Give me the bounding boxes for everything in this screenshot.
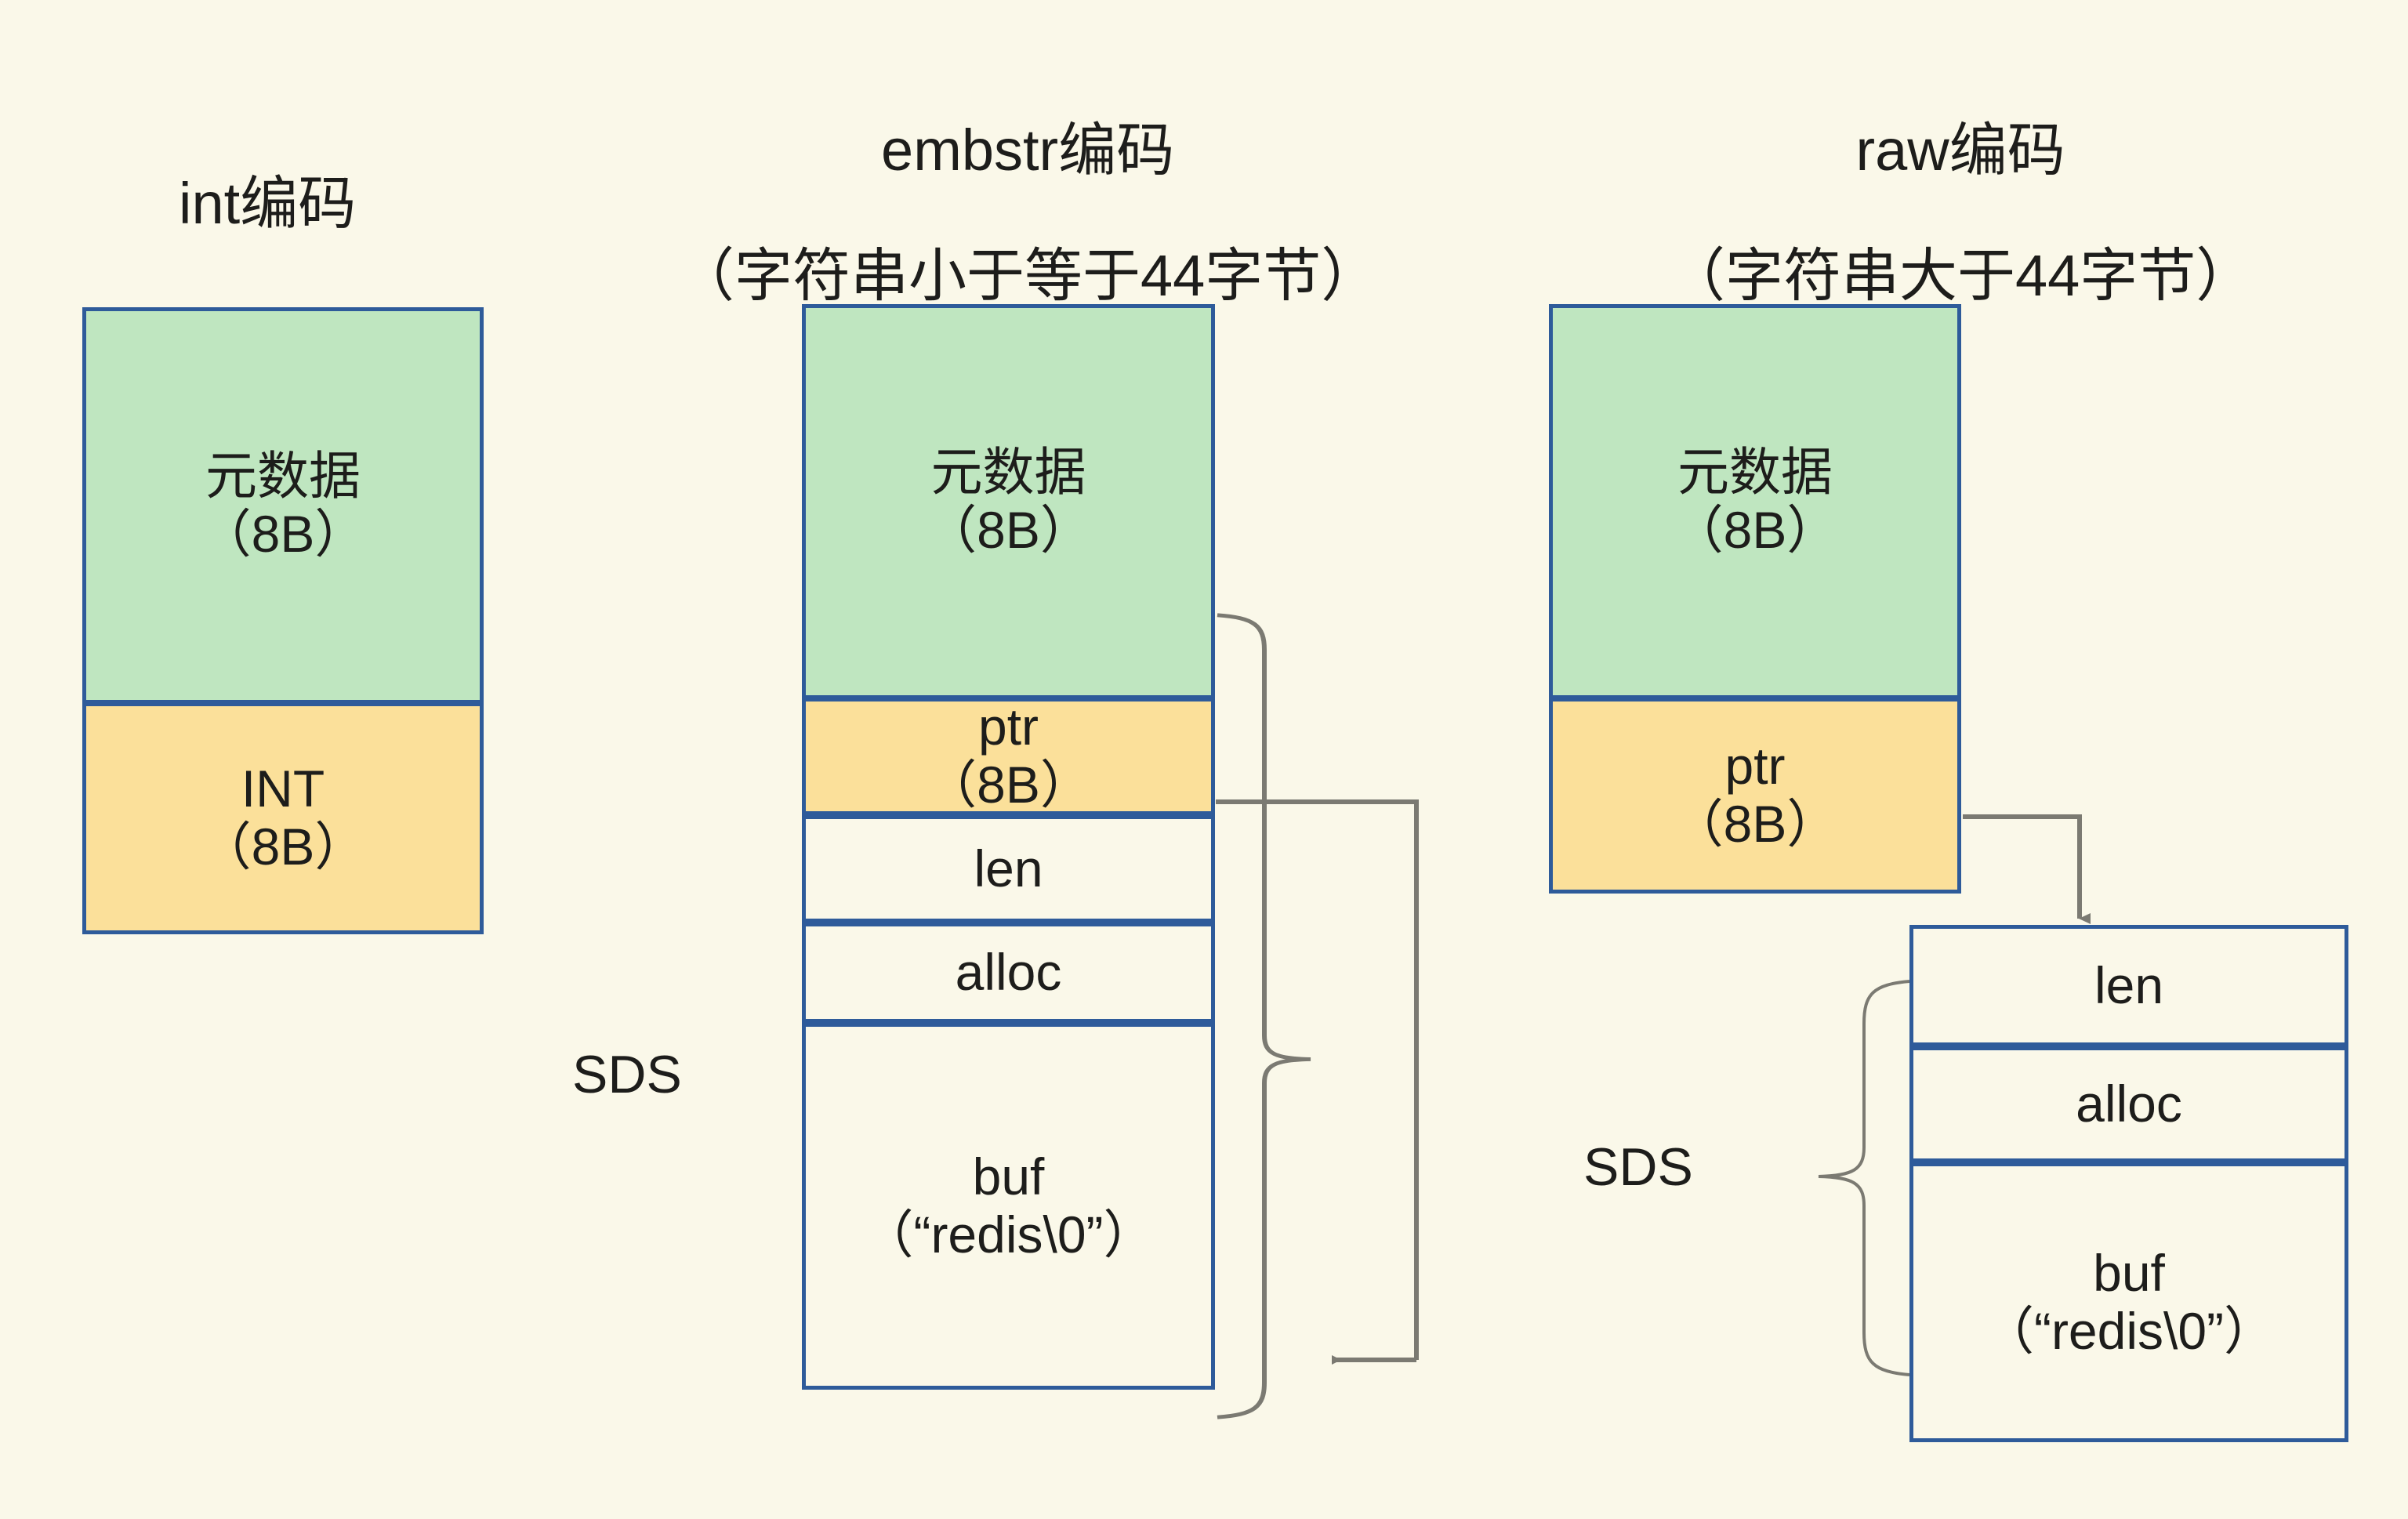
int-metadata-label: 元数据	[205, 447, 361, 506]
column-title-raw-line1: raw编码	[1855, 117, 2065, 183]
column-title-embstr-line1: embstr编码	[881, 117, 1175, 183]
raw-sds-len-label: len	[2094, 955, 2164, 1014]
raw-metadata-box: 元数据 （8B）	[1549, 304, 1961, 699]
column-title-int: int编码	[47, 110, 423, 298]
raw-sds-buf-value: （“redis\0”）	[1982, 1301, 2276, 1360]
embstr-sds-buf-label: buf	[972, 1147, 1045, 1206]
raw-ptr-size: （8B）	[1671, 795, 1839, 853]
raw-metadata-size: （8B）	[1671, 501, 1839, 559]
embstr-metadata-label: 元数据	[930, 443, 1086, 502]
embstr-sds-brace	[1217, 613, 1311, 1419]
embstr-sds-alloc-box: alloc	[802, 923, 1215, 1023]
int-value-size: （8B）	[199, 818, 367, 876]
raw-sds-buf-label: buf	[2093, 1243, 2165, 1302]
embstr-metadata-box: 元数据 （8B）	[802, 304, 1215, 699]
embstr-sds-buf-value: （“redis\0”）	[861, 1205, 1155, 1263]
embstr-ptr-connector-line	[1216, 799, 1419, 1360]
embstr-ptr-box: ptr （8B）	[802, 698, 1215, 815]
column-title-embstr-line2: （字符串小于等于44字节）	[676, 242, 1380, 308]
embstr-metadata-size: （8B）	[925, 501, 1092, 559]
raw-sds-len-box: len	[1909, 925, 2348, 1046]
raw-sds-alloc-box: alloc	[1909, 1046, 2348, 1162]
raw-ptr-box: ptr （8B）	[1549, 698, 1961, 894]
raw-sds-label: SDS	[1583, 1137, 1693, 1197]
embstr-sds-alloc-label: alloc	[955, 943, 1062, 1002]
raw-sds-brace	[1818, 980, 1910, 1376]
column-title-raw-line2: （字符串大于44字节）	[1666, 242, 2254, 308]
raw-ptr-connector	[1963, 814, 2091, 924]
raw-sds-buf-box: buf （“redis\0”）	[1909, 1162, 2348, 1442]
int-value-box: INT （8B）	[82, 702, 484, 934]
column-title-embstr: embstr编码 （字符串小于等于44字节）	[517, 56, 1474, 370]
column-title-int-line1: int编码	[179, 170, 357, 236]
embstr-ptr-size: （8B）	[925, 756, 1092, 814]
int-metadata-box: 元数据 （8B）	[82, 307, 484, 704]
int-metadata-size: （8B）	[199, 505, 367, 563]
embstr-ptr-label: ptr	[977, 698, 1039, 756]
raw-metadata-label: 元数据	[1677, 443, 1833, 502]
embstr-sds-buf-box: buf （“redis\0”）	[802, 1023, 1215, 1390]
int-value-label: INT	[241, 760, 325, 818]
embstr-sds-len-label: len	[974, 839, 1043, 897]
raw-sds-alloc-label: alloc	[2076, 1075, 2182, 1133]
embstr-sds-len-box: len	[802, 815, 1215, 923]
column-title-raw: raw编码 （字符串大于44字节）	[1489, 56, 2367, 370]
embstr-sds-label: SDS	[572, 1045, 682, 1104]
raw-ptr-label: ptr	[1724, 737, 1786, 796]
